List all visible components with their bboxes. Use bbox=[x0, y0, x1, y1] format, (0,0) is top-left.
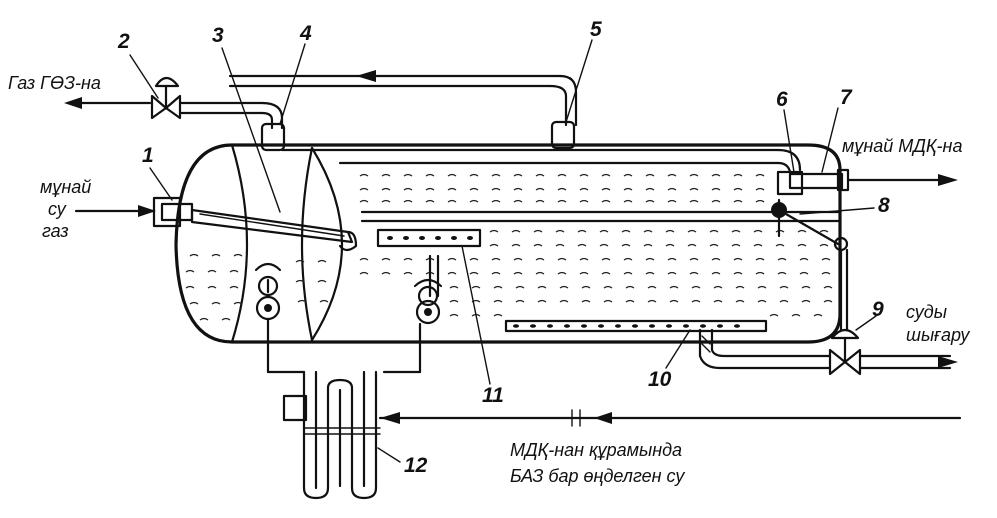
distributor-plate bbox=[376, 228, 482, 248]
gas-outlet-line bbox=[64, 70, 578, 130]
heaters bbox=[254, 254, 443, 374]
water-outlet bbox=[698, 328, 958, 376]
gas-nozzles bbox=[260, 120, 576, 152]
callout-9: 9 bbox=[872, 298, 884, 321]
recycled-water-label-2: БАЗ бар өңделген су bbox=[510, 466, 685, 486]
callout-6: 6 bbox=[776, 88, 788, 111]
callout-5: 5 bbox=[590, 18, 602, 41]
level-regulator bbox=[771, 168, 958, 332]
callout-1: 1 bbox=[142, 144, 154, 167]
callout-11: 11 bbox=[482, 384, 504, 407]
callout-8: 8 bbox=[878, 194, 890, 217]
callout-3: 3 bbox=[212, 24, 224, 47]
inlet-assembly bbox=[74, 196, 358, 252]
inlet-label-gas: газ bbox=[42, 221, 69, 241]
callout-leaders bbox=[129, 39, 877, 463]
inlet-label-oil: мұнай bbox=[40, 177, 91, 197]
water-distributor bbox=[504, 319, 768, 333]
separator-vessel bbox=[174, 143, 842, 344]
callout-12: 12 bbox=[404, 454, 428, 477]
liquid-hatching bbox=[185, 173, 833, 321]
callout-2: 2 bbox=[117, 30, 130, 53]
gas-outlet-label: Газ ГӨЗ-на bbox=[8, 73, 101, 93]
inlet-label-water: су bbox=[48, 199, 67, 219]
water-outlet-label-2: шығару bbox=[906, 325, 970, 345]
callout-10: 10 bbox=[648, 368, 672, 391]
recycled-water-line bbox=[378, 409, 962, 427]
recycled-water-label-1: МДҚ-нан құрамында bbox=[510, 440, 682, 460]
callout-4: 4 bbox=[299, 22, 312, 45]
heat-exchanger bbox=[282, 370, 381, 500]
water-outlet-label-1: суды bbox=[906, 302, 947, 322]
callout-7: 7 bbox=[840, 86, 853, 109]
gas-valve bbox=[150, 76, 182, 120]
oil-outlet-label: мұнай МДҚ-на bbox=[842, 136, 962, 156]
